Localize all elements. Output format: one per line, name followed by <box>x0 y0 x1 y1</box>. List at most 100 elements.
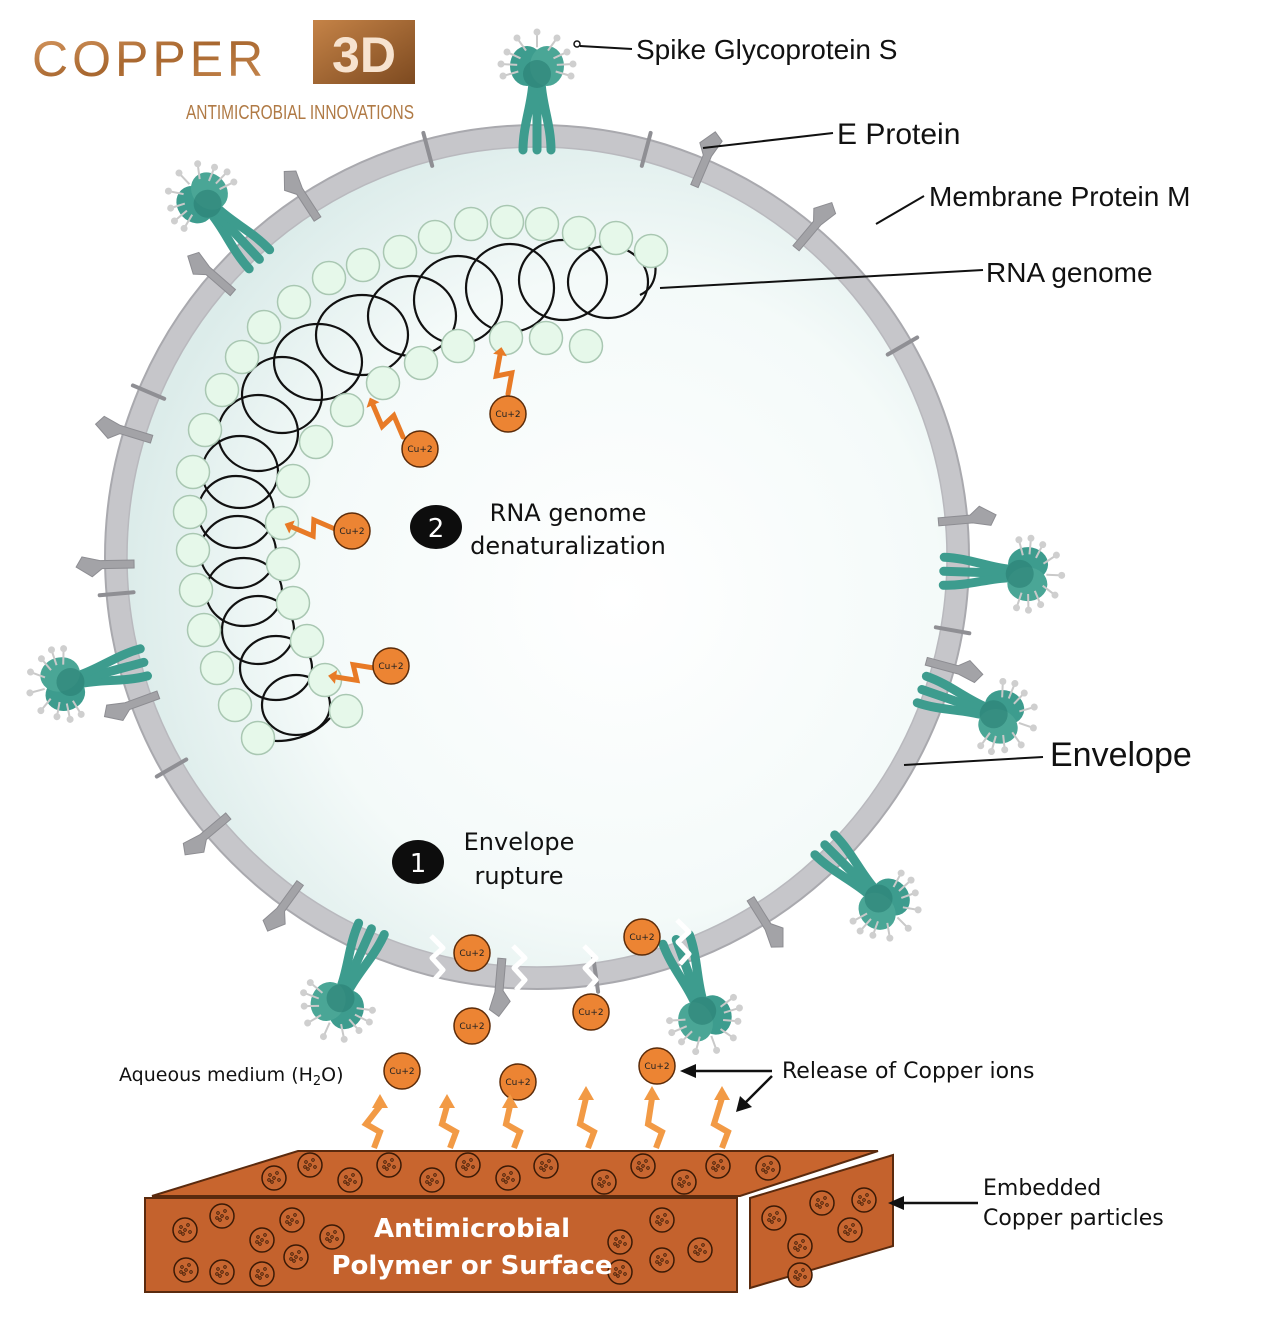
glycan-node <box>569 60 577 68</box>
particle-grain <box>656 1255 660 1259</box>
step-badge-icon <box>392 840 444 884</box>
membrane-protein-icon <box>283 170 322 222</box>
lightning-arrow-icon <box>576 1086 598 1150</box>
copper-particle-icon <box>630 1153 656 1179</box>
copper-particle-icon <box>851 1187 877 1213</box>
particle-grain <box>258 1276 262 1280</box>
particle-grain <box>294 1255 298 1259</box>
particle-shell <box>787 1233 813 1259</box>
lightning-arrow-icon <box>438 1094 460 1150</box>
copper-particle-icon <box>419 1167 445 1193</box>
glycan-node <box>1052 551 1060 559</box>
particle-grain <box>303 1165 307 1169</box>
rupture-crack <box>582 944 599 992</box>
membrane-protein-body <box>746 895 784 948</box>
particle-grain <box>220 1270 224 1274</box>
logo-tagline: ANTIMICROBIAL INNOVATIONS <box>186 102 414 124</box>
copper-ion-circle <box>623 918 661 956</box>
release-arrow-line-2 <box>743 1075 773 1105</box>
particle-grain <box>184 1268 188 1272</box>
label-release: Release of Copper ions <box>782 1059 1034 1084</box>
rna-loop <box>272 322 364 402</box>
glycan-node <box>987 748 995 756</box>
membrane-protein-icon <box>792 201 837 252</box>
glycan-node <box>914 906 922 914</box>
glycan-node <box>1024 606 1032 614</box>
surface-front-face <box>144 1197 738 1293</box>
particle-grain <box>216 1267 220 1271</box>
particle-grain <box>255 1240 259 1244</box>
particle-grain <box>426 1175 430 1179</box>
particle-shell <box>761 1205 787 1231</box>
glycan-node <box>907 876 915 884</box>
particle-grain <box>223 1265 227 1269</box>
spike-stalk <box>76 671 152 688</box>
glycan-node <box>164 187 172 195</box>
spike-head-core <box>56 668 85 697</box>
particle-grain <box>225 1216 229 1220</box>
particle-grain <box>605 1175 609 1179</box>
copper-ion-label: Cu+2 <box>339 527 364 537</box>
e-protein-icon <box>130 383 167 401</box>
envelope-ruptures <box>429 918 692 992</box>
rupture-crack <box>675 918 692 966</box>
copper-ion-label: Cu+2 <box>578 1008 603 1018</box>
nucleocapsid-bead <box>178 572 214 608</box>
copper-particle-icon <box>249 1227 275 1253</box>
particle-grain <box>285 1220 289 1224</box>
release-callout: Release of Copper ions <box>680 1059 1034 1112</box>
particle-grain <box>623 1242 627 1246</box>
e-protein-icon <box>154 757 189 779</box>
particle-grain <box>297 1250 301 1254</box>
copper-particle-icon <box>755 1155 781 1181</box>
particle-shell <box>630 1153 656 1179</box>
particle-shell <box>607 1229 633 1255</box>
glycan-node <box>306 979 314 987</box>
particle-grain <box>328 1239 332 1243</box>
particle-grain <box>425 1180 429 1184</box>
copper-ion-circle <box>383 1052 421 1090</box>
particle-grain <box>265 1274 269 1278</box>
copper-ion-icon: Cu+2 <box>372 647 410 685</box>
particle-grain <box>796 1248 800 1252</box>
particle-grain <box>289 1257 293 1261</box>
spike-stalk <box>939 566 1015 579</box>
spike-protein-icon <box>938 534 1066 614</box>
particle-grain <box>263 1267 267 1271</box>
copper-ion-label: Cu+2 <box>644 1062 669 1072</box>
glycan-node <box>1011 679 1019 687</box>
particle-grain <box>330 1235 334 1239</box>
particle-grain <box>644 1159 648 1163</box>
particle-grain <box>256 1235 260 1239</box>
embedded-callout: Embedded Copper particles <box>888 1176 1164 1231</box>
release-arrows <box>361 1086 732 1150</box>
particle-grain <box>547 1159 551 1163</box>
glycan-node <box>300 989 308 997</box>
particle-grain <box>798 1244 802 1248</box>
copper-ion-icon: Cu+2 <box>453 1007 491 1045</box>
particle-grain <box>471 1165 475 1169</box>
nucleocapsid-bead <box>307 662 343 698</box>
particle-shell <box>173 1257 199 1283</box>
particle-grain <box>682 1180 686 1184</box>
copper-particle-icon <box>837 1217 863 1243</box>
particle-shell <box>283 1244 309 1270</box>
particle-shell <box>209 1259 235 1285</box>
particle-grain <box>665 1260 669 1264</box>
release-bolt-head <box>644 1086 660 1100</box>
particle-grain <box>216 1211 220 1215</box>
glycan-node <box>1029 724 1037 732</box>
particle-grain <box>326 1232 330 1236</box>
particle-grain <box>685 1175 689 1179</box>
lightning-arrow-icon <box>710 1086 732 1150</box>
particle-grain <box>313 1165 317 1169</box>
particle-grain <box>719 1159 723 1163</box>
particle-grain <box>825 1203 829 1207</box>
particle-grain <box>600 1184 604 1188</box>
e-protein-layer <box>97 130 972 994</box>
copper-ion-icon: Cu+2 <box>638 1047 676 1085</box>
glycan-node <box>729 1034 737 1042</box>
membrane-protein-icon <box>924 656 984 684</box>
particle-grain <box>325 1237 329 1241</box>
particle-grain <box>180 1265 184 1269</box>
